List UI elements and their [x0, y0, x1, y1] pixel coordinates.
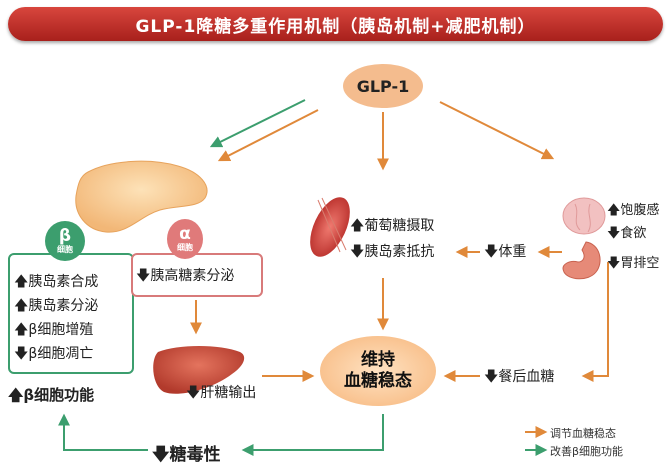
arrow-icon: 🡇	[484, 244, 499, 260]
arrow-icon: 🡇	[14, 346, 29, 362]
beta-function: 🡅β细胞功能	[8, 386, 95, 404]
arrow-glp1-pancreas-green	[209, 99, 306, 148]
arrow-icon: 🡇	[484, 369, 499, 385]
brain-item: 🡅饱腹感	[607, 203, 660, 218]
stomach-item: 🡇胃排空	[607, 256, 660, 271]
liver-label: 🡇肝糖输出	[186, 385, 257, 401]
beta-item: 🡅β细胞增殖	[14, 322, 94, 338]
weight-label: 🡇体重	[484, 244, 527, 260]
arrow-icon: 🡇	[607, 256, 621, 271]
arrow-icon: 🡅	[8, 386, 24, 404]
muscle-item: 🡅葡萄糖摄取	[350, 218, 435, 234]
postmeal-label: 🡇餐后血糖	[484, 369, 555, 385]
pancreas-icon	[75, 160, 208, 233]
beta-item: 🡅胰岛素分泌	[14, 298, 99, 314]
liver-icon	[153, 346, 245, 394]
arrow-icon: 🡇	[607, 226, 621, 241]
alpha-item: 🡇胰高糖素分泌	[136, 268, 235, 284]
legend-regulate: 调节血糖稳态	[550, 427, 616, 440]
glucotox-label: 🡇糖毒性	[152, 445, 221, 465]
glp1-label: GLP-1	[356, 76, 410, 96]
title-banner: GLP-1降糖多重作用机制（胰岛机制+减肥机制）	[8, 7, 663, 41]
arrow-glucotox-beta	[58, 413, 148, 451]
title-text: GLP-1降糖多重作用机制（胰岛机制+减肥机制）	[135, 16, 536, 37]
arrow-glp1-pancreas-orange	[217, 109, 319, 162]
arrow-icon: 🡇	[152, 445, 170, 465]
core-line2: 血糖稳态	[344, 371, 412, 391]
arrow-icon: 🡅	[350, 218, 365, 234]
beta-symbol: β	[58, 226, 72, 246]
arrow-icon: 🡅	[14, 322, 29, 338]
alpha-badge-label: 细胞	[177, 243, 193, 252]
core-line1: 维持	[361, 350, 395, 370]
core-node: 维持 血糖稳态	[320, 336, 436, 406]
alpha-cell-box	[131, 253, 263, 297]
stomach-icon	[562, 241, 601, 280]
beta-badge: β 细胞	[45, 221, 85, 261]
arrow-icon: 🡇	[350, 244, 365, 260]
arrow-glp1-brain	[439, 101, 555, 160]
arrow-stomach-postmeal	[581, 262, 609, 382]
arrow-icon: 🡅	[14, 274, 29, 290]
arrow-icon: 🡅	[607, 203, 621, 218]
beta-item: 🡅胰岛素合成	[14, 274, 99, 290]
brain-icon	[562, 197, 606, 235]
arrow-icon: 🡇	[136, 268, 151, 284]
glp1-node: GLP-1	[343, 64, 423, 108]
arrow-core-glucotox	[241, 414, 384, 456]
brain-item: 🡇食欲	[607, 226, 647, 241]
beta-badge-label: 细胞	[57, 245, 73, 254]
beta-item: 🡇β细胞凋亡	[14, 346, 94, 362]
legend-improve: 改善β细胞功能	[550, 445, 624, 458]
muscle-item: 🡇胰岛素抵抗	[350, 244, 435, 260]
muscle-icon	[310, 197, 350, 257]
arrow-icon: 🡅	[14, 298, 29, 314]
arrow-icon: 🡇	[186, 385, 201, 401]
alpha-symbol: α	[179, 224, 191, 244]
alpha-badge: α 细胞	[167, 219, 203, 259]
